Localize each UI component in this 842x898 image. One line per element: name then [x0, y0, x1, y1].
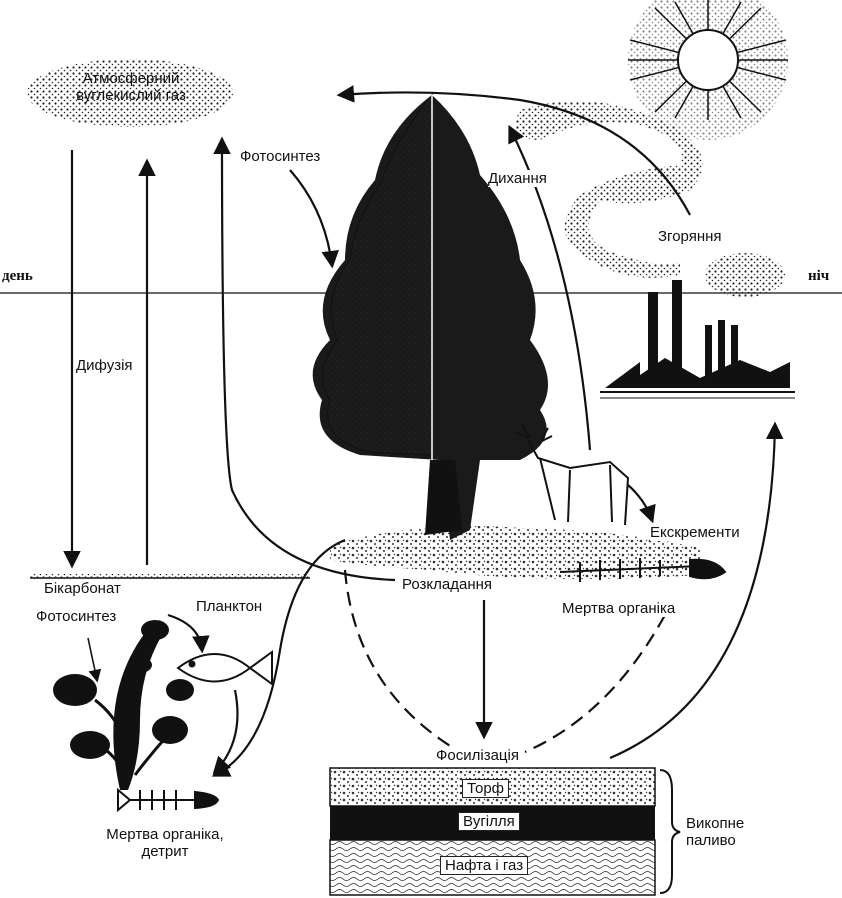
combustion-label: Згоряння	[658, 228, 722, 245]
arrow-excrement	[628, 485, 652, 520]
seaweed-icon	[53, 620, 194, 790]
ground	[330, 526, 700, 579]
detritus-line2: детрит	[80, 843, 250, 860]
fish-icon	[178, 652, 272, 684]
arrow-photosynthesis-water	[88, 638, 97, 680]
plankton-label: Планктон	[196, 598, 262, 615]
fish-skeleton-icon	[118, 790, 218, 810]
factory-smoke	[705, 253, 785, 297]
atmosphere-label: Атмосферний вуглекислий газ	[70, 70, 192, 105]
fossil-fuel-label: Викопне паливо	[686, 815, 744, 850]
oil-gas-label: Нафта і газ	[440, 856, 528, 875]
tree-icon	[313, 95, 548, 540]
excrement-label: Екскременти	[650, 524, 740, 541]
fossil-fuel-line1: Викопне	[686, 815, 744, 832]
coal-label: Вугілля	[458, 812, 520, 831]
arrow-fish-down	[215, 690, 238, 772]
arrow-dashed-right	[525, 615, 665, 752]
arrow-photosynthesis-land	[290, 170, 332, 265]
arrow-fossil-to-combustion	[610, 425, 775, 758]
atmosphere-label-line2: вуглекислий газ	[70, 87, 192, 104]
photosynthesis-land-label: Фотосинтез	[240, 148, 320, 165]
peat-label: Торф	[462, 779, 509, 798]
diffusion-label: Дифузія	[76, 357, 133, 374]
atmosphere-label-line1: Атмосферний	[70, 70, 192, 87]
day-label: день	[2, 268, 33, 285]
factory-icon	[600, 280, 795, 398]
decomposition-label: Розкладання	[402, 576, 492, 593]
dead-organic-label: Мертва органіка	[562, 600, 675, 617]
photosynthesis-water-label: Фотосинтез	[36, 608, 116, 625]
bicarbonate-label: Бікарбонат	[44, 580, 121, 597]
fossil-fuel-line2: паливо	[686, 832, 744, 849]
detritus-line1: Мертва органіка,	[80, 826, 250, 843]
arrow-plankton-fish	[168, 615, 202, 650]
night-label: ніч	[808, 268, 829, 285]
arrow-dashed-left	[345, 570, 460, 752]
dead-organic-detritus-label: Мертва органіка, детрит	[80, 826, 250, 861]
fossil-fuel-brace	[660, 770, 680, 893]
fossilization-label: Фосилізація	[436, 747, 519, 764]
respiration-label: Дихання	[488, 170, 547, 187]
